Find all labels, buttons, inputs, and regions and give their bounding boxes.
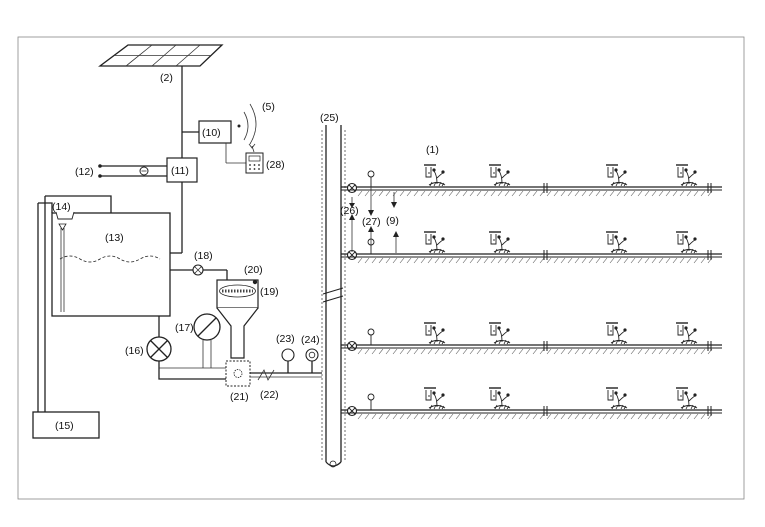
lateral-gauge-icon <box>367 170 375 187</box>
plant-icon <box>489 322 511 345</box>
plant-icon <box>424 322 446 345</box>
drainage-arrows <box>349 183 399 253</box>
label-25: (25) <box>320 112 339 124</box>
air-valve-icon <box>305 348 319 362</box>
ground-hatch <box>357 348 713 355</box>
lateral-valve-icon <box>346 340 358 352</box>
label-23: (23) <box>276 333 295 345</box>
lateral-gauge-icon <box>367 328 375 345</box>
wireless-signal-icon <box>237 103 257 145</box>
label-12: (12) <box>75 166 94 178</box>
label-20: (20) <box>244 264 263 276</box>
plant-icon <box>489 231 511 254</box>
remote-terminal-icon <box>225 143 264 174</box>
ground-hatch <box>357 190 713 197</box>
plant-icon <box>489 387 511 410</box>
water-tank <box>37 195 171 412</box>
grid-power-cable <box>98 164 167 178</box>
lateral-gauge-icon <box>367 393 375 410</box>
fertilizer-injector <box>225 360 251 387</box>
pipe-coupler-icon <box>257 369 275 381</box>
valve-icon <box>192 264 204 276</box>
plant-icon <box>676 387 698 410</box>
plant-icon <box>424 231 446 254</box>
label-10: (10) <box>202 127 221 139</box>
diagram-frame <box>17 36 745 500</box>
plant-icon <box>606 231 628 254</box>
label-13: (13) <box>105 232 124 244</box>
lateral-valve-icon <box>346 405 358 417</box>
label-1: (1) <box>426 144 439 156</box>
plant-icon <box>606 322 628 345</box>
label-15: (15) <box>55 420 74 432</box>
label-26: (26) <box>340 205 359 217</box>
plant-icon <box>489 164 511 187</box>
pressure-gauge-icon <box>281 348 295 362</box>
label-28: (28) <box>266 159 285 171</box>
pump-icon <box>146 336 172 362</box>
label-9: (9) <box>386 215 399 227</box>
lateral-pipe-row <box>341 164 722 197</box>
plant-icon <box>676 164 698 187</box>
lateral-valve-icon <box>346 182 358 194</box>
lateral-pipe-row <box>341 231 722 264</box>
ground-hatch <box>357 413 713 420</box>
label-17: (17) <box>175 322 194 334</box>
label-5: (5) <box>262 101 275 113</box>
flow-meter-gauge <box>193 313 221 368</box>
label-21: (21) <box>230 391 249 403</box>
label-18: (18) <box>194 250 213 262</box>
label-19: (19) <box>260 286 279 298</box>
lateral-pipe-row <box>341 322 722 355</box>
label-14: (14) <box>52 201 71 213</box>
plant-icon <box>606 164 628 187</box>
label-2: (2) <box>160 72 173 84</box>
solar-panel <box>98 44 224 67</box>
tank-inlet-icon <box>55 211 75 220</box>
label-22: (22) <box>260 389 279 401</box>
sand-filter <box>216 279 259 359</box>
plant-icon <box>606 387 628 410</box>
label-27: (27) <box>362 216 381 228</box>
lateral-pipe-row <box>341 387 722 420</box>
plant-icon <box>424 387 446 410</box>
submain-pipe <box>321 125 346 468</box>
plant-icon <box>676 322 698 345</box>
label-16: (16) <box>125 345 144 357</box>
label-24: (24) <box>301 334 320 346</box>
ground-hatch <box>357 257 713 264</box>
label-11: (11) <box>171 165 189 177</box>
plant-icon <box>676 231 698 254</box>
plant-icon <box>424 164 446 187</box>
water-well <box>32 411 100 439</box>
